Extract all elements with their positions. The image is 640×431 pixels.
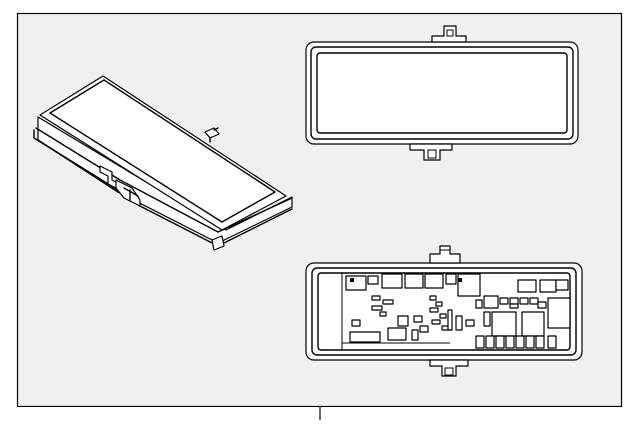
fuse-box-layout-illustration [305,245,583,377]
cover-perspective-illustration [33,75,293,251]
cover-top-view-illustration [305,25,579,161]
